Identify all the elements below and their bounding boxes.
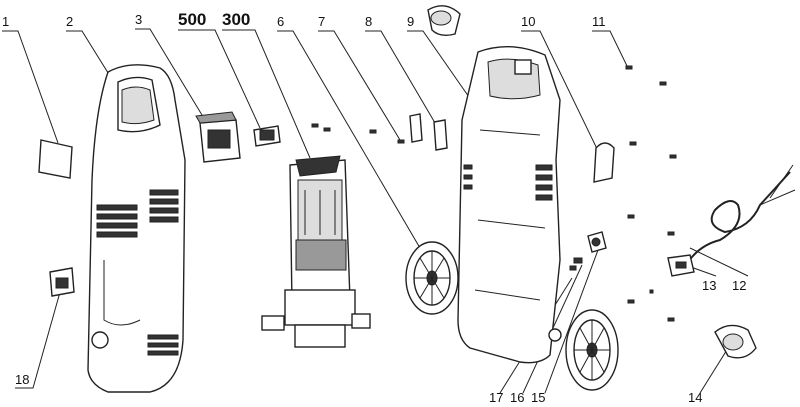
wheel-right [565, 309, 619, 391]
callout-12: 12 [732, 278, 746, 293]
callout-6: 6 [277, 14, 284, 29]
label-plate [38, 139, 73, 179]
callout-9: 9 [407, 14, 414, 29]
callout-13: 13 [702, 278, 716, 293]
connector-part [253, 125, 281, 147]
front-housing [87, 64, 186, 393]
rear-housing [457, 45, 562, 364]
wheel-hub-parts [569, 231, 607, 271]
callout-1: 1 [2, 14, 9, 29]
clips-8 [409, 113, 448, 151]
motor-pump-assembly [261, 155, 371, 348]
callout-7: 7 [318, 14, 325, 29]
callout-14: 14 [688, 390, 702, 405]
wheel-left [405, 241, 459, 315]
callout-16: 16 [510, 390, 524, 405]
callout-15: 15 [531, 390, 545, 405]
callout-10: 10 [521, 14, 535, 29]
bottom-cap [714, 324, 757, 359]
power-cord [687, 164, 796, 263]
side-cover [593, 142, 615, 183]
plug [667, 254, 695, 277]
switch-box [195, 111, 241, 163]
switch-part [49, 267, 75, 297]
screws-11 [625, 65, 677, 322]
screws-7 [311, 123, 405, 144]
callout-3: 3 [135, 12, 142, 27]
callout-11: 11 [592, 14, 606, 29]
callout-17: 17 [489, 390, 503, 405]
leader-lines [2, 28, 749, 394]
callout-500: 500 [178, 10, 206, 29]
callout-300: 300 [222, 10, 250, 29]
callout-8: 8 [365, 14, 372, 29]
callout-18: 18 [15, 372, 29, 387]
top-cap [427, 5, 461, 37]
callout-2: 2 [66, 14, 73, 29]
